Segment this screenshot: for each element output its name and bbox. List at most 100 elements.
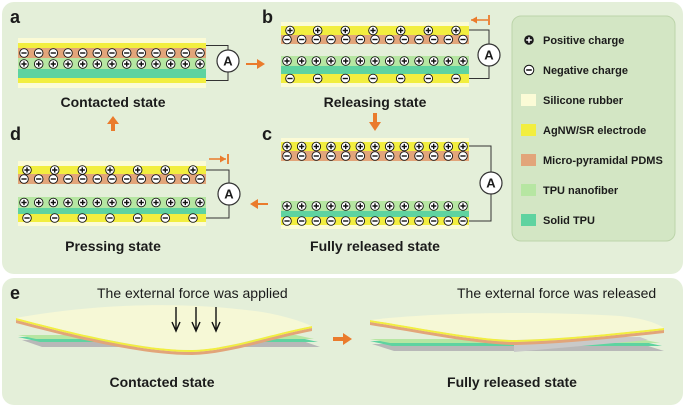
solid-tpu-swatch [521, 214, 536, 226]
panel-c: c A Fully released state [262, 124, 503, 254]
pdms-edge [370, 322, 664, 345]
negative-charge-icon [395, 73, 406, 84]
negative-charge-icon [428, 34, 439, 45]
force-arrow-icon [191, 307, 201, 333]
state-label-pressing: Pressing state [65, 238, 161, 254]
negative-charge-icon [136, 48, 147, 58]
negative-charge-icon [282, 150, 292, 162]
positive-charge-icon [368, 25, 378, 36]
positive-charge-icon [194, 197, 206, 208]
positive-charge-icon [19, 197, 29, 208]
positive-charge-icon [132, 164, 143, 176]
legend-label: AgNW/SR electrode [543, 125, 646, 137]
positive-charge-icon [160, 164, 171, 176]
positive-charge-icon [311, 141, 322, 152]
silicone-layer [18, 161, 206, 166]
positive-charge-icon [451, 25, 461, 36]
legend-label: TPU nanofiber [543, 185, 619, 197]
negative-charge-icon [414, 150, 424, 162]
positive-charge-icon [458, 141, 468, 152]
negative-charge-icon [399, 150, 410, 162]
positive-charge-icon [106, 197, 118, 208]
negative-charge-icon [77, 173, 88, 185]
positive-charge-icon [282, 200, 292, 212]
positive-charge-icon [414, 200, 424, 212]
agnw-electrode-swatch [521, 124, 536, 136]
bottom-stack-b [281, 56, 469, 87]
negative-charge-icon [282, 34, 292, 45]
silicone-layer [281, 225, 469, 229]
negative-charge-icon [92, 173, 103, 185]
circuit-wire [469, 145, 492, 222]
negative-charge-icon [355, 150, 366, 162]
negative-charge-icon [33, 48, 44, 58]
ammeter-label: A [223, 54, 233, 69]
stack-a [18, 38, 206, 88]
negative-charge-icon [458, 34, 468, 45]
negative-charge-icon [326, 215, 336, 227]
positive-charge-icon [311, 56, 322, 67]
positive-charge-icon [355, 56, 366, 67]
panel-label-d: d [10, 124, 21, 144]
solid-tpu-layer [281, 66, 469, 74]
positive-charge-icon [63, 59, 74, 70]
positive-charge-icon [150, 59, 162, 70]
negative-charge-icon [384, 150, 395, 162]
positive-charge-icon [165, 59, 176, 70]
negative-charge-icon [19, 173, 29, 185]
circuit-wire [206, 45, 229, 81]
positive-charge-icon [33, 197, 44, 208]
positive-charge-icon [282, 141, 292, 152]
negative-charge-icon [311, 150, 322, 162]
negative-charge-icon [368, 73, 378, 84]
positive-charge-icon [443, 141, 454, 152]
positive-charge-icon [121, 197, 132, 208]
positive-charge-icon [311, 200, 322, 212]
positive-charge-icon [296, 200, 307, 212]
force-applied-caption: The external force was applied [97, 285, 288, 301]
positive-charge-icon [443, 200, 454, 212]
arrow-right [333, 333, 352, 345]
negative-charge-icon [165, 173, 176, 185]
positive-charge-icon [77, 164, 88, 176]
negative-charge-icon [121, 173, 132, 185]
circuit-wire [469, 29, 490, 79]
positive-charge-icon [326, 200, 336, 212]
silicone-layer [18, 222, 206, 226]
solid-tpu-layer [281, 211, 469, 217]
panel-d: d A Pr [10, 124, 241, 254]
positive-charge-icon [285, 25, 295, 36]
negative-charge-icon [150, 173, 162, 185]
negative-charge-icon [48, 48, 59, 58]
negative-charge-icon [48, 173, 59, 185]
arrow-down [369, 113, 381, 131]
negative-charge-icon [296, 150, 307, 162]
silicone-rubber-swatch [521, 94, 536, 106]
bottom-stack-d [18, 197, 206, 226]
device-contacted [16, 305, 320, 355]
negative-charge-icon [63, 173, 74, 185]
top-stack-d [18, 161, 206, 185]
pdms-swatch [521, 154, 536, 166]
positive-charge-icon [136, 59, 147, 70]
negative-charge-icon [428, 215, 439, 227]
negative-charge-icon [150, 48, 162, 58]
positive-charge-icon [77, 59, 88, 70]
positive-charge-icon [428, 141, 439, 152]
negative-charge-icon [104, 212, 116, 224]
negative-charge-icon [194, 173, 206, 185]
positive-charge-icon [458, 56, 468, 67]
negative-charge-icon [340, 215, 351, 227]
negative-charge-icon [355, 215, 366, 227]
positive-charge-icon [136, 197, 147, 208]
negative-charge-icon [370, 150, 380, 162]
ammeter-label: A [486, 176, 496, 191]
legend-label: Positive charge [543, 35, 624, 47]
negative-charge-icon [92, 48, 103, 58]
negative-charge-icon [355, 34, 366, 45]
negative-charge-icon [106, 173, 118, 185]
negative-charge-icon [451, 73, 461, 84]
panel-label-c: c [262, 124, 272, 144]
silicone-top-surface [370, 313, 664, 340]
